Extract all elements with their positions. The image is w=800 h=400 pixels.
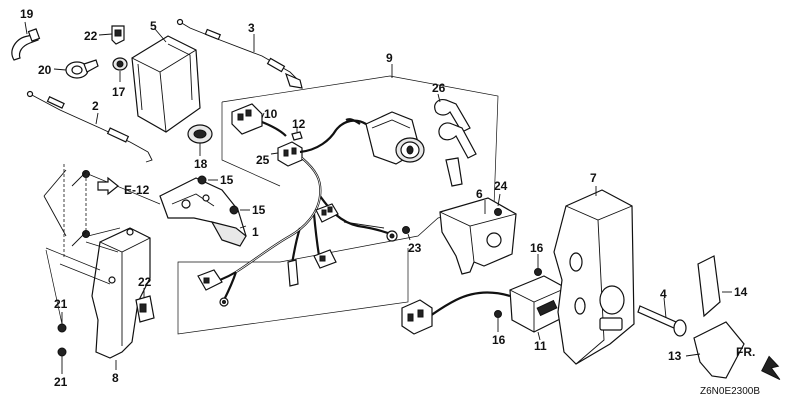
callout-9: 9: [386, 51, 393, 65]
part-8-bracket: [91, 227, 151, 370]
part-18-grommet: [187, 124, 213, 156]
callout-26: 26: [432, 81, 446, 95]
callout-14: 14: [734, 285, 748, 299]
callout-e12: E-12: [124, 183, 150, 197]
part-23-screw: [402, 226, 411, 241]
callout-15-top: 15: [220, 173, 234, 187]
callout-25: 25: [256, 153, 270, 167]
callout-fr: FR.: [736, 345, 755, 359]
part-14-label: [697, 255, 732, 318]
callout-3: 3: [248, 21, 255, 35]
part-22-clip-lower: [135, 288, 155, 323]
part-26-keys: [434, 93, 477, 187]
wiring-harness: [197, 119, 398, 307]
callout-21-bottom: 21: [54, 375, 68, 389]
part-15-screw-mid: [229, 205, 250, 215]
part-9-assembly-outline: [177, 64, 499, 335]
part-15-screw-top: [197, 175, 218, 185]
part-10-connector: [231, 103, 287, 137]
part-24-screw: [494, 193, 502, 216]
callout-12: 12: [292, 117, 306, 131]
callout-11: 11: [534, 339, 547, 353]
e12-screws: [43, 164, 161, 258]
callout-2: 2: [92, 99, 99, 113]
callout-22-top: 22: [84, 29, 98, 43]
callout-17: 17: [112, 85, 126, 99]
callout-22-lower: 22: [138, 275, 152, 289]
part-20-clamp: [53, 59, 99, 79]
callout-16-bottom: 16: [492, 333, 506, 347]
part-3-cable: [176, 18, 303, 89]
part-21-bolt-top: [57, 312, 67, 333]
callout-18: 18: [194, 157, 208, 171]
callout-15-mid: 15: [252, 203, 266, 217]
part-13-label: [685, 321, 745, 379]
leader-lines-left: [45, 241, 119, 325]
callout-labels: 19 22 5 3 20 17 2 9 26 10 12 25 18 15 15…: [20, 7, 760, 397]
part-19-cable-tie: [11, 21, 41, 61]
part-4-bolt: [637, 297, 687, 337]
callout-5: 5: [150, 19, 157, 33]
part-21-bolt-bottom: [57, 347, 67, 374]
part-6-bracket: [439, 197, 517, 275]
callout-6: 6: [476, 187, 483, 201]
callout-16-top: 16: [530, 241, 544, 255]
part-17-grommet: [112, 57, 128, 82]
ignition-switch: [345, 111, 425, 165]
front-direction-arrow: [761, 355, 781, 380]
callout-20: 20: [38, 63, 52, 77]
callout-7: 7: [590, 171, 597, 185]
part-25-connector: [270, 141, 303, 167]
callout-1: 1: [252, 225, 259, 239]
part-7-panel: [553, 186, 635, 365]
callout-19: 19: [20, 7, 34, 21]
part-5-cover: [131, 28, 201, 133]
part-16-screw-bottom: [494, 310, 502, 332]
part-2-cable: [26, 90, 153, 163]
part-22-clip-top: [98, 25, 125, 45]
callout-8: 8: [112, 371, 119, 385]
callout-10: 10: [264, 107, 278, 121]
callout-21-top: 21: [54, 297, 68, 311]
callout-23: 23: [408, 241, 422, 255]
part-11-switch-module: [401, 275, 567, 341]
callout-24: 24: [494, 179, 508, 193]
part-1-lever-assembly: [159, 177, 247, 247]
e12-reference-arrow: [97, 176, 119, 196]
callout-13: 13: [668, 349, 682, 363]
part-12-clip: [291, 128, 303, 141]
catalog-code: Z6N0E2300B: [700, 386, 760, 397]
part-16-screw-top: [534, 254, 542, 276]
callout-4: 4: [660, 287, 667, 301]
